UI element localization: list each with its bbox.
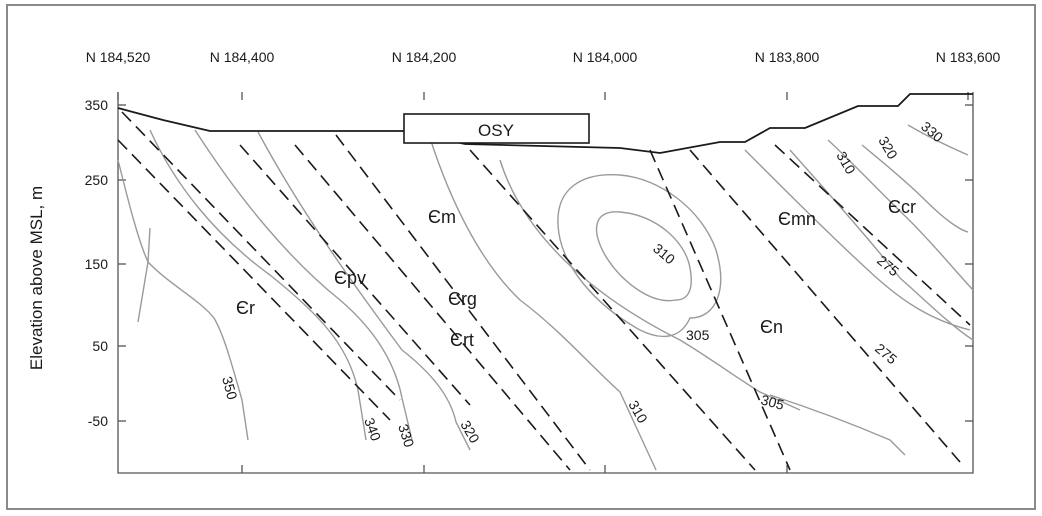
facility-label: OSY [478, 121, 514, 140]
unit-label: Єrt [450, 330, 474, 350]
y-tick-label: -50 [88, 413, 108, 429]
contour-label: 320 [875, 134, 901, 162]
x-tick-label: N 183,600 [936, 49, 1001, 65]
unit-label: Єmn [778, 209, 816, 229]
unit-label: Єr [236, 298, 255, 318]
water-level-contours [117, 124, 974, 471]
y-tick-label: 150 [85, 256, 109, 272]
y-tick-label: 50 [92, 338, 108, 354]
contour-label: 310 [650, 240, 678, 267]
x-tick-label: N 184,520 [86, 49, 151, 65]
y-tick-label: 250 [85, 172, 109, 188]
unit-label: Єcr [888, 197, 916, 217]
unit-label: Єn [760, 317, 783, 337]
fault-lines [117, 111, 971, 471]
facility-box [403, 113, 590, 144]
ground-surface-line [117, 93, 973, 154]
figure-frame [6, 4, 1036, 510]
x-tick-marks [117, 92, 969, 473]
y-tick-marks [118, 104, 973, 422]
x-tick-label: N 184,200 [392, 49, 457, 65]
x-tick-label: N 184,000 [573, 49, 638, 65]
contour-label: 275 [872, 340, 900, 367]
contour-label: 350 [219, 375, 241, 402]
x-tick-label: N 184,400 [210, 49, 275, 65]
y-axis-title: Elevation above MSL, m [27, 186, 46, 370]
contour-label: 305 [686, 327, 710, 343]
plot-axes [117, 92, 974, 474]
contour-label: 305 [759, 391, 786, 413]
unit-label: Єpv [334, 268, 366, 288]
x-tick-label: N 183,800 [755, 49, 820, 65]
contour-label: 320 [457, 418, 483, 446]
contour-label: 310 [833, 149, 859, 177]
y-tick-label: 350 [85, 97, 109, 113]
unit-label: Єm [428, 207, 456, 227]
contour-label: 340 [361, 416, 384, 444]
unit-label: Єrg [448, 289, 477, 309]
contour-label: 330 [395, 422, 418, 449]
contour-labels: 350 340 330 320 310 305 310 305 275 275 … [219, 118, 946, 449]
contour-label: 330 [918, 118, 946, 145]
contour-label: 310 [625, 398, 651, 426]
